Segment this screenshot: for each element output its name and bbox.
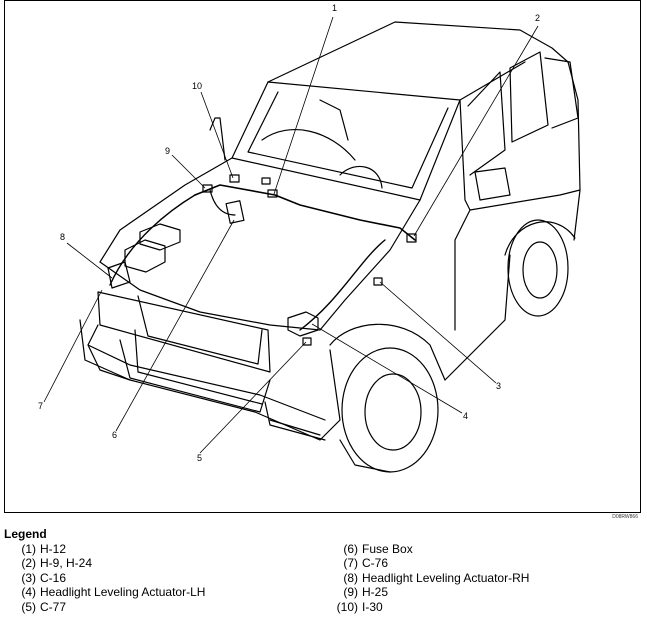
- legend-item: (5) C-77: [8, 600, 205, 615]
- legend-item-number: (5): [21, 599, 36, 614]
- legend-column-left: (1) H-12 (2) H-9, H-24 (3) C-16 (4) Headligh…: [8, 542, 205, 615]
- callout-3: 3: [496, 381, 502, 391]
- legend-item: (4) Headlight Leveling Actuator-LH: [8, 585, 205, 600]
- figure-frame: [4, 0, 641, 513]
- legend-item: (7) C-76: [330, 556, 529, 571]
- callout-4: 4: [463, 411, 469, 421]
- legend-item-text: Headlight Leveling Actuator-LH: [40, 585, 206, 599]
- callout-2: 2: [535, 13, 541, 23]
- legend-item-number: (6): [343, 541, 358, 556]
- legend-item-number: (4): [21, 585, 36, 599]
- legend-title: Legend: [4, 527, 47, 541]
- legend-item: (9) H-25: [330, 585, 529, 600]
- legend-item-text: C-77: [40, 599, 67, 614]
- legend-item-number: (9): [343, 585, 358, 599]
- legend-item-number: (7): [343, 556, 358, 570]
- vehicle-body: [79, 21, 581, 473]
- legend-item-number: (8): [343, 570, 358, 585]
- callout-5: 5: [197, 453, 203, 463]
- legend-item-text: H-9, H-24: [40, 556, 93, 570]
- legend: Legend (1) H-12 (2) H-9, H-24 (3) C-16 (4) H…: [0, 527, 647, 626]
- legend-item: (2) H-9, H-24: [8, 556, 205, 571]
- legend-item-number: (2): [21, 556, 36, 570]
- callout-10: 10: [192, 81, 203, 91]
- vehicle-diagram: 1 2 3 4 5 6 7 8 9 10 D08RW866: [4, 0, 641, 520]
- legend-item-text: H-12: [40, 541, 67, 556]
- legend-item-text: H-25: [362, 585, 389, 599]
- callout-6: 6: [112, 430, 118, 440]
- legend-item-text: C-76: [362, 556, 389, 570]
- callout-leaders: [43, 16, 539, 454]
- legend-item: (6) Fuse Box: [330, 542, 529, 557]
- callout-8: 8: [60, 232, 66, 242]
- callout-9: 9: [165, 146, 171, 156]
- legend-item: (1) H-12: [8, 542, 205, 557]
- figure-code: D08RW866: [612, 514, 638, 520]
- legend-item-text: I-30: [362, 599, 383, 614]
- callout-1: 1: [332, 3, 338, 13]
- legend-item-text: Fuse Box: [362, 541, 413, 556]
- legend-column-right: (6) Fuse Box (7) C-76 (8) Headlight Levelin…: [330, 542, 530, 615]
- legend-item: (3) C-16: [8, 571, 205, 586]
- legend-item-text: Headlight Leveling Actuator-RH: [362, 570, 530, 585]
- callout-7: 7: [38, 401, 44, 411]
- legend-item-text: C-16: [40, 570, 67, 585]
- legend-item-number: (3): [21, 570, 36, 585]
- legend-item-number: (1): [21, 541, 36, 556]
- legend-item: (10) I-30: [330, 600, 529, 615]
- legend-item-number: (10): [336, 599, 358, 614]
- legend-item: (8) Headlight Leveling Actuator-RH: [330, 571, 529, 586]
